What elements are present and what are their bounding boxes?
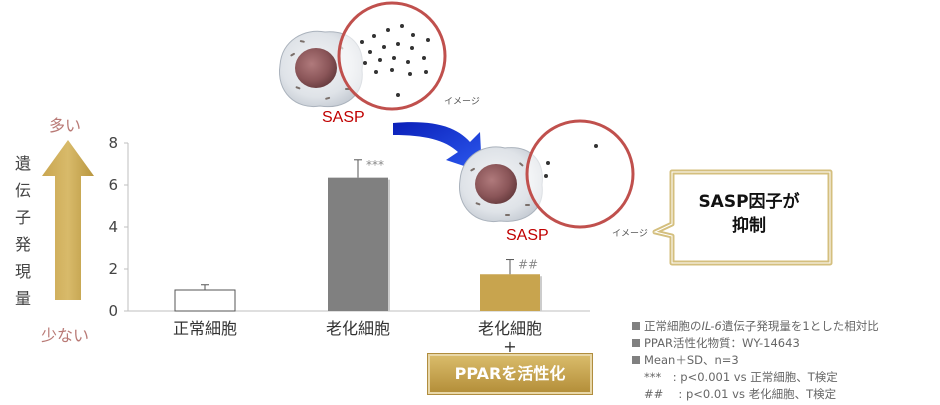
sasp-label: SASP — [322, 109, 365, 126]
note-line: ## : p<0.01 vs 老化細胞、T検定 — [632, 386, 879, 403]
sasp-label-treated: SASP — [506, 227, 549, 244]
bar-shadow — [540, 276, 542, 311]
note-line: Mean＋SD、n=3 — [632, 352, 879, 369]
note-text: 遺伝子発現量を1とした相対比 — [721, 319, 879, 333]
callout-text: SASP因子が 抑制 — [668, 190, 830, 238]
note-text: PPAR活性化物質：WY-14643 — [644, 336, 800, 350]
callout-line-1: SASP因子が — [698, 192, 800, 212]
ppar-activation-label: PPARを活性化 — [428, 354, 592, 394]
treated-cell-illustration — [459, 146, 543, 223]
sasp-zoom-circle-treated — [525, 119, 635, 229]
bullet-square-icon — [632, 322, 640, 330]
callout-line-2: 抑制 — [732, 216, 766, 236]
figure-notes: 正常細胞のIL-6遺伝子発現量を1とした相対比 PPAR活性化物質：WY-146… — [632, 318, 879, 403]
y-axis-title: 遺 伝 子 発 現 量 — [13, 150, 33, 312]
note-line: 正常細胞のIL-6遺伝子発現量を1とした相対比 — [632, 318, 879, 335]
y-tick-label: 6 — [108, 176, 118, 194]
y-tick-label: 2 — [108, 260, 118, 278]
y-tick-label: 8 — [108, 134, 118, 152]
bar-shadow — [388, 179, 390, 311]
significance-label: *** — [366, 158, 384, 172]
note-gene-name: IL-6 — [701, 319, 722, 333]
bullet-square-icon — [632, 339, 640, 347]
y-axis-char: 伝 — [14, 181, 31, 200]
transition-arrow — [393, 122, 482, 172]
sasp-factor-dots — [360, 24, 430, 97]
y-axis-char: 発 — [14, 235, 31, 254]
note-line: PPAR活性化物質：WY-14643 — [632, 335, 879, 352]
sasp-factor-dots-treated — [544, 144, 598, 178]
bar-0 — [174, 289, 236, 312]
significance-label: ## — [518, 258, 538, 272]
bar-2 — [480, 274, 540, 311]
y-tick-label: 4 — [108, 218, 118, 236]
expression-arrow — [42, 140, 94, 300]
note-text: *** : p<0.001 vs 正常細胞、T検定 — [644, 370, 838, 384]
note-text: Mean＋SD、n=3 — [644, 353, 739, 367]
bar-chart: 02468 ***## 正常細胞老化細胞老化細胞+ — [108, 134, 590, 356]
y-tick-label: 0 — [108, 302, 118, 320]
bar-1 — [328, 177, 388, 311]
result-callout — [652, 169, 833, 266]
x-tick-extra: + — [503, 337, 516, 356]
bullet-square-icon — [632, 356, 640, 364]
x-tick-label: 老化細胞 — [478, 319, 542, 338]
x-tick-label: 正常細胞 — [173, 319, 237, 338]
image-note-treated: イメージ — [612, 229, 648, 239]
y-axis-char: 量 — [14, 289, 31, 308]
y-axis-char: 現 — [14, 262, 31, 281]
axis-low-label: 少ない — [41, 326, 90, 345]
x-tick-label: 老化細胞 — [326, 319, 390, 338]
y-axis-char: 遺 — [14, 154, 31, 173]
axis-high-label: 多い — [49, 116, 82, 135]
note-line: *** : p<0.001 vs 正常細胞、T検定 — [632, 369, 879, 386]
image-note: イメージ — [444, 97, 480, 107]
y-axis-char: 子 — [14, 208, 31, 227]
sasp-zoom-circle — [337, 1, 447, 111]
note-text: ## : p<0.01 vs 老化細胞、T検定 — [644, 387, 837, 401]
note-text: 正常細胞の — [644, 319, 702, 333]
